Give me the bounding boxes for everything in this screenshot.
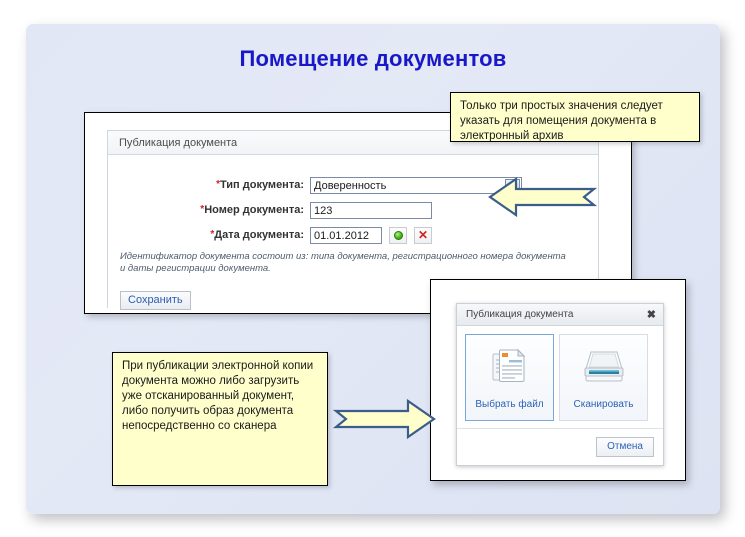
- save-button[interactable]: Сохранить: [120, 291, 191, 310]
- publication-dialog-frame: Публикация документа ✖: [430, 279, 686, 481]
- panel-header: Публикация документа: [108, 131, 598, 155]
- publication-dialog: Публикация документа ✖: [456, 303, 664, 466]
- dialog-body: Выбрать файл Сканировать: [457, 326, 663, 421]
- label-doc-date-text: Дата документа:: [214, 229, 304, 241]
- required-marker: *: [210, 229, 215, 240]
- dialog-footer: Отмена: [457, 428, 663, 465]
- slide: Помещение документов Публикация документ…: [26, 24, 720, 514]
- choose-file-label: Выбрать файл: [475, 399, 544, 410]
- label-doc-date: *Дата документа:: [108, 229, 310, 241]
- form-hint-text: Идентификатор документа состоит из: типа…: [120, 251, 566, 274]
- required-marker: *: [200, 204, 205, 215]
- choose-file-tile[interactable]: Выбрать файл: [465, 334, 554, 421]
- cancel-button[interactable]: Отмена: [596, 437, 654, 457]
- form-row-doc-date: *Дата документа: 01.01.2012 ✕: [108, 226, 598, 244]
- label-doc-type-text: Тип документа:: [219, 179, 304, 191]
- page-title: Помещение документов: [239, 46, 507, 71]
- dialog-header: Публикация документа ✖: [457, 304, 663, 326]
- documents-icon: [491, 348, 529, 391]
- callout-bottom: При публикации электронной копии докумен…: [112, 352, 328, 486]
- scan-tile[interactable]: Сканировать: [559, 334, 648, 421]
- scan-label: Сканировать: [573, 399, 634, 410]
- scanner-icon: [583, 348, 625, 391]
- label-doc-type: *Тип документа:: [108, 179, 310, 191]
- doc-type-value: Доверенность: [314, 179, 387, 192]
- callout-top: Только три простых значения следует указ…: [450, 92, 700, 142]
- doc-number-input[interactable]: 123: [310, 201, 432, 219]
- dialog-title: Публикация документа: [466, 309, 574, 320]
- form-row-doc-number: *Номер документа: 123: [108, 201, 598, 219]
- document-publication-panel: Публикация документа *Тип документа: Дов…: [107, 130, 599, 310]
- close-icon[interactable]: ✖: [646, 308, 656, 321]
- doc-date-input[interactable]: 01.01.2012: [310, 226, 382, 244]
- label-doc-number-text: Номер документа:: [204, 204, 304, 216]
- green-circle-add-icon[interactable]: [389, 226, 407, 244]
- required-marker: *: [216, 179, 220, 190]
- panel-title: Публикация документа: [119, 136, 238, 149]
- arrow-left-pointing: [486, 176, 598, 223]
- document-publication-form-frame: Публикация документа *Тип документа: Дов…: [84, 112, 632, 314]
- red-cross-clear-icon[interactable]: ✕: [414, 226, 432, 244]
- label-doc-number: *Номер документа:: [108, 204, 310, 216]
- arrow-right-pointing: [332, 398, 438, 445]
